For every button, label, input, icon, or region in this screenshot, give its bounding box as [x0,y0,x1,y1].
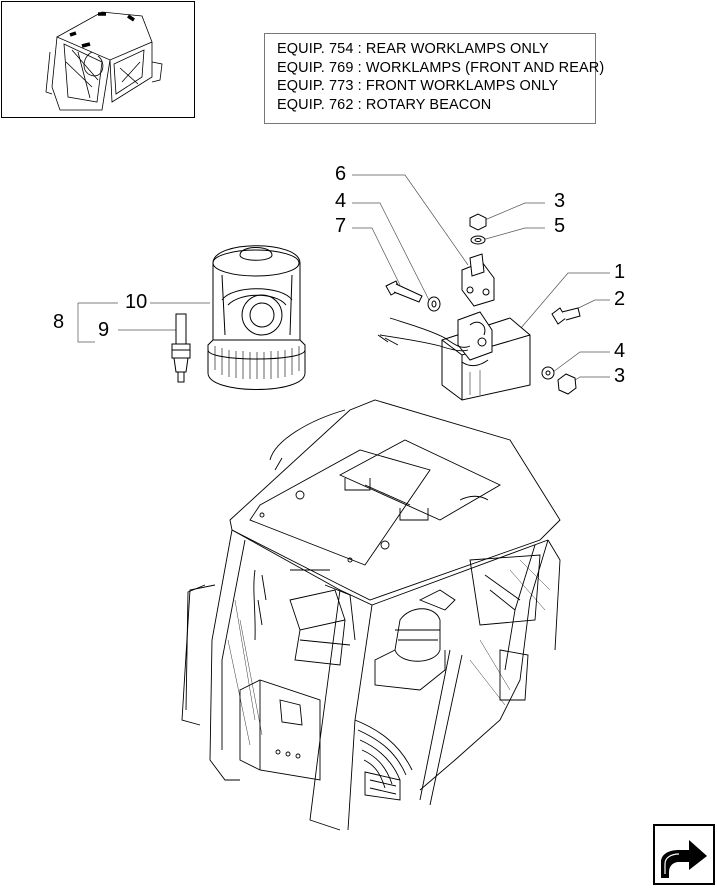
nut-top-drawing [469,213,487,245]
rotary-beacon-drawing [207,245,306,390]
callout-1: 1 [614,261,626,283]
callout-6: 6 [335,163,347,185]
callout-3-upper: 3 [554,190,566,212]
beacon-bulb-drawing [171,313,191,383]
equipment-notes-box: EQUIP. 754 : REAR WORKLAMPS ONLY EQUIP. … [264,33,605,124]
bolt-drawing [385,280,423,303]
relay-unit-drawing [441,311,531,401]
leader-lines [77,174,610,384]
relay-wires [377,317,471,352]
callout-4-upper: 4 [335,190,347,212]
callout-4-lower: 4 [614,340,626,362]
equipment-note-754: EQUIP. 754 : REAR WORKLAMPS ONLY [277,41,549,57]
callout-10: 10 [125,291,148,313]
callout-3-lower: 3 [614,365,626,387]
cab-thumbnail[interactable] [1,1,195,118]
callout-9: 9 [98,319,110,341]
callout-5: 5 [554,215,566,237]
callout-7: 7 [335,215,347,237]
callout-8: 8 [53,311,65,333]
cab-thumbnail-icon [45,11,163,111]
bracket-drawing [461,253,495,307]
cab-body-drawing [181,399,561,831]
washer-upper-drawing [427,296,441,312]
nut-lower-drawing [557,373,577,395]
washer-lower-drawing [541,366,555,380]
next-page-button[interactable] [653,824,715,885]
equipment-note-773: EQUIP. 773 : FRONT WORKLAMPS ONLY [277,78,559,94]
callout-2: 2 [614,288,626,310]
next-page-arrow-icon [661,840,707,878]
screw-drawing [551,307,581,325]
equipment-note-769: EQUIP. 769 : WORKLAMPS (FRONT AND REAR) [277,59,605,76]
equipment-note-762: EQUIP. 762 : ROTARY BEACON [277,96,492,113]
